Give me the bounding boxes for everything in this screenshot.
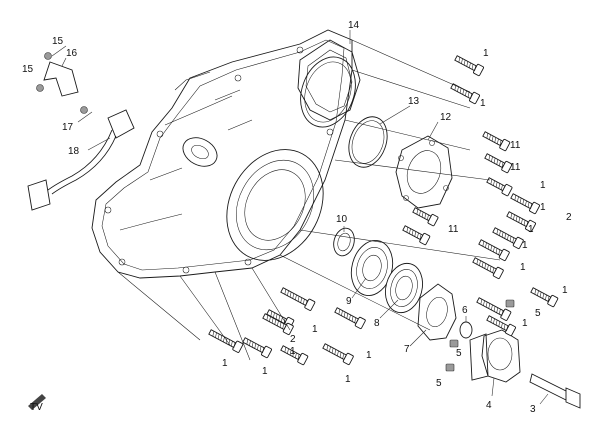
callout-1: 1	[562, 285, 568, 296]
hex-bolt	[242, 337, 272, 359]
callout-18: 18	[68, 146, 80, 157]
callout-11: 11	[510, 140, 521, 151]
hex-bolt	[476, 297, 512, 321]
hex-bolt	[486, 177, 513, 197]
hex-bolt	[454, 55, 484, 77]
callout-5: 5	[436, 378, 442, 389]
oring-6	[459, 321, 473, 339]
corner-mark-text: TV	[30, 402, 43, 413]
callout-1: 1	[540, 180, 546, 191]
callout-5: 5	[456, 348, 462, 359]
hex-bolt	[530, 287, 559, 308]
hex-bolt	[472, 257, 504, 279]
callout-11: 11	[510, 162, 521, 173]
bolt-3	[529, 373, 581, 409]
hex-bolt	[486, 315, 516, 337]
callout-1: 1	[483, 48, 489, 59]
hex-bolt	[322, 343, 354, 365]
callout-1: 1	[345, 374, 351, 385]
callout-13: 13	[408, 96, 420, 107]
callout-1: 1	[222, 358, 228, 369]
hex-bolt	[208, 329, 244, 353]
callout-1: 1	[522, 318, 528, 329]
hex-bolt	[492, 227, 524, 249]
callout-1: 1	[366, 350, 372, 361]
callout-1: 1	[528, 224, 534, 235]
callout-1: 1	[290, 346, 296, 357]
callout-4: 4	[486, 400, 492, 411]
oring-13	[348, 116, 388, 168]
callout-2: 2	[290, 334, 296, 345]
hex-bolt	[506, 211, 536, 233]
callout-1: 1	[262, 366, 268, 377]
callout-6: 6	[462, 305, 468, 316]
callout-16: 16	[66, 48, 78, 59]
callout-1: 1	[480, 98, 486, 109]
callout-1: 1	[540, 202, 546, 213]
hex-bolt	[334, 307, 366, 329]
callout-11: 11	[448, 224, 459, 235]
seal-10	[333, 227, 355, 257]
hex-bolt	[478, 239, 510, 261]
plate-7	[417, 283, 457, 341]
corner-mark: TV	[28, 394, 46, 413]
sensor-18	[27, 52, 135, 211]
screws-5	[445, 299, 515, 372]
callout-15: 15	[22, 64, 34, 75]
callout-12: 12	[440, 112, 452, 123]
small-cover-12	[395, 135, 453, 209]
bolts	[208, 55, 559, 366]
callout-1: 1	[520, 262, 526, 273]
callout-2: 2	[566, 212, 572, 223]
callout-9: 9	[346, 296, 352, 307]
callout-1: 1	[312, 324, 318, 335]
callout-1: 1	[522, 240, 528, 251]
callout-3: 3	[530, 404, 536, 415]
housing-4	[469, 329, 521, 383]
bearing-8	[384, 262, 424, 314]
hex-bolt	[482, 131, 511, 152]
callout-labels: 1 1 1 1 1 1 1 1 1 1 1 1 1 1 1 2 2 3 4 5 …	[22, 20, 572, 415]
callout-10: 10	[336, 214, 348, 225]
callout-15: 15	[52, 36, 64, 47]
crankcase-cover	[91, 29, 361, 279]
hex-bolt	[402, 225, 431, 246]
leader-lines	[51, 30, 549, 405]
callout-17: 17	[62, 122, 74, 133]
hex-bolt	[510, 193, 540, 215]
callout-14: 14	[348, 20, 360, 31]
callout-7: 7	[404, 344, 410, 355]
hex-bolt	[280, 287, 316, 311]
callout-5: 5	[535, 308, 541, 319]
hex-bolt	[484, 153, 513, 174]
callout-8: 8	[374, 318, 380, 329]
hex-bolt	[412, 207, 439, 227]
hex-bolt	[262, 313, 294, 335]
gasket-14	[300, 56, 356, 128]
hex-bolt	[280, 345, 309, 366]
